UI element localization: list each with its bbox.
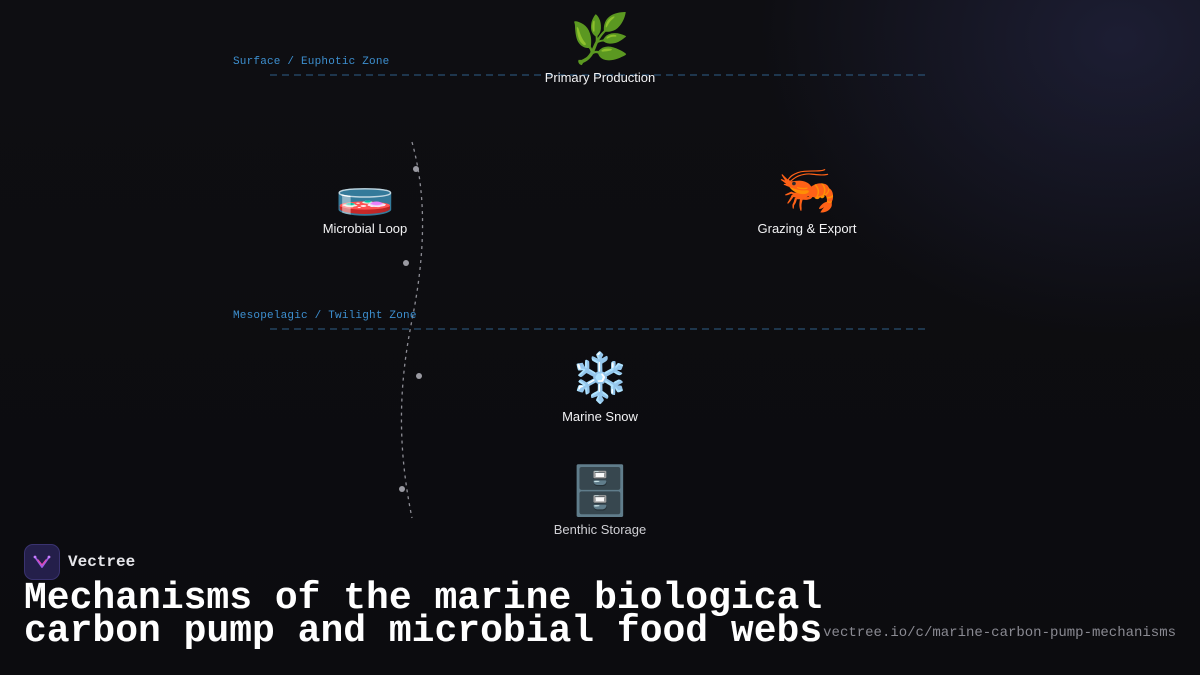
petri-dish-icon: 🧫 [335, 164, 395, 217]
zone-label-mesopelagic: Mesopelagic / Twilight Zone [233, 310, 417, 322]
snowflake-icon: ❄️ [570, 352, 630, 405]
flow-dot [399, 486, 405, 492]
vectree-logo-icon [24, 544, 60, 580]
brand[interactable]: Vectree [24, 544, 135, 580]
node-label: Marine Snow [562, 409, 638, 424]
node-marine-snow[interactable]: ❄️ Marine Snow [500, 352, 700, 425]
page-title: Mechanisms of the marine biological carb… [24, 577, 823, 653]
node-benthic-storage[interactable]: 🗄️ Benthic Storage [500, 465, 700, 538]
node-label: Microbial Loop [322, 221, 408, 236]
brand-name: Vectree [68, 553, 136, 571]
flow-dot [416, 373, 422, 379]
page-url[interactable]: vectree.io/c/marine-carbon-pump-mechanis… [823, 625, 1176, 641]
zone-label-surface: Surface / Euphotic Zone [233, 56, 390, 68]
node-primary-production[interactable]: 🌿 Primary Production [500, 13, 700, 86]
node-microbial-loop[interactable]: 🧫 Microbial Loop [265, 164, 465, 237]
node-grazing-export[interactable]: 🦐 Grazing & Export [707, 164, 907, 237]
flow-dot [403, 260, 409, 266]
file-cabinet-icon: 🗄️ [570, 465, 630, 518]
herb-icon: 🌿 [570, 13, 630, 66]
node-label: Grazing & Export [757, 221, 857, 236]
shrimp-icon: 🦐 [777, 164, 837, 217]
flow-dot [413, 166, 419, 172]
node-label: Benthic Storage [553, 522, 647, 537]
flow-connector [400, 141, 424, 519]
node-label: Primary Production [544, 70, 656, 85]
